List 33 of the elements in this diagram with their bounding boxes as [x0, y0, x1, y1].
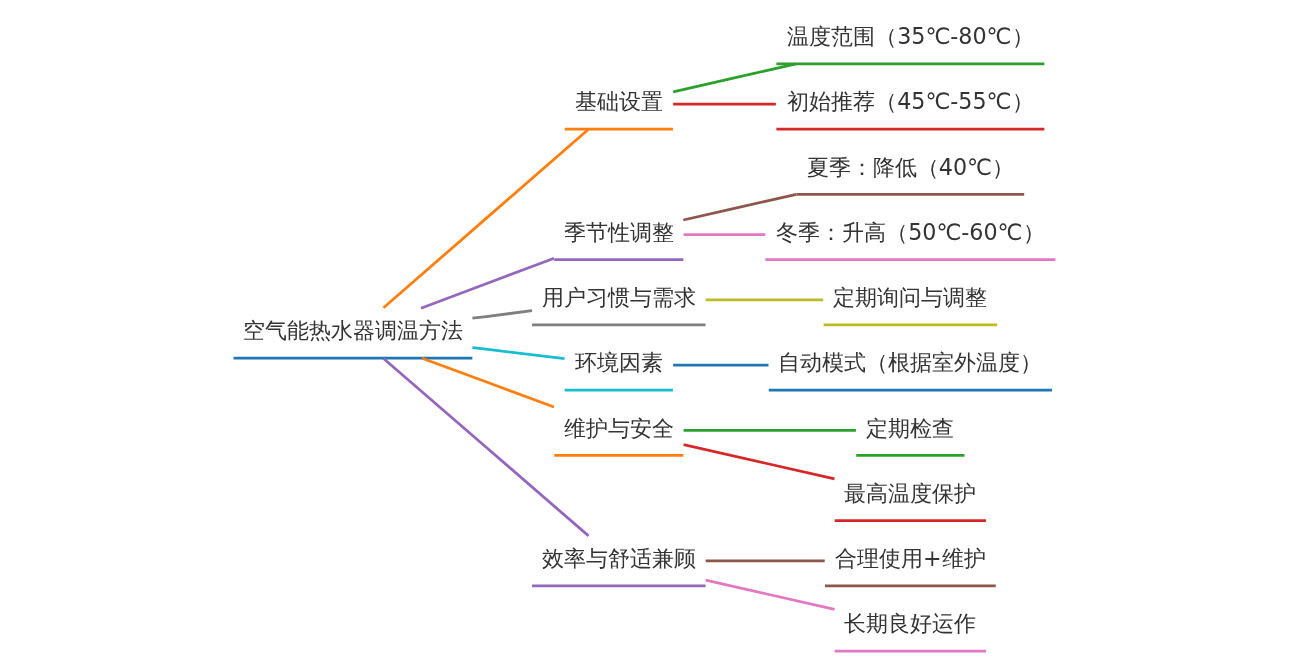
connector [683, 443, 835, 481]
node-text: 环境因素 [574, 349, 663, 376]
connector [420, 257, 555, 310]
connector [472, 309, 533, 320]
node-text: 空气能热水器调温方法 [242, 317, 463, 344]
node-text: 用户习惯与需求 [541, 284, 696, 311]
node-text: 定期检查 [866, 414, 955, 441]
connector [672, 62, 797, 94]
connector [705, 578, 835, 611]
node-text: 自动模式（根据室外温度） [778, 349, 1043, 376]
connector [382, 128, 590, 309]
node-text: 初始推荐（45℃-55℃） [787, 88, 1034, 115]
connector [705, 559, 825, 563]
node-text: 合理使用+维护 [835, 545, 986, 572]
node-text: 夏季：降低（40℃） [806, 153, 1014, 180]
node-text: 温度范围（35℃-80℃） [787, 23, 1034, 50]
connector [683, 429, 856, 432]
connector [683, 192, 797, 222]
node-text: 效率与舒适兼顾 [541, 545, 696, 572]
connector [382, 357, 590, 537]
node-text: 冬季：升高（50℃-60℃） [776, 218, 1045, 245]
connector [683, 233, 766, 236]
connector [421, 356, 555, 409]
node-text: 季节性调整 [563, 218, 674, 245]
node-text: 基础设置 [574, 88, 663, 115]
connector [673, 363, 769, 367]
connector [472, 346, 565, 361]
connector [705, 298, 824, 302]
node-text: 长期良好运作 [844, 610, 977, 637]
node-text: 最高温度保护 [844, 479, 977, 506]
node-text: 定期询问与调整 [833, 284, 988, 311]
connector [673, 102, 776, 106]
node-text: 维护与安全 [563, 414, 674, 441]
